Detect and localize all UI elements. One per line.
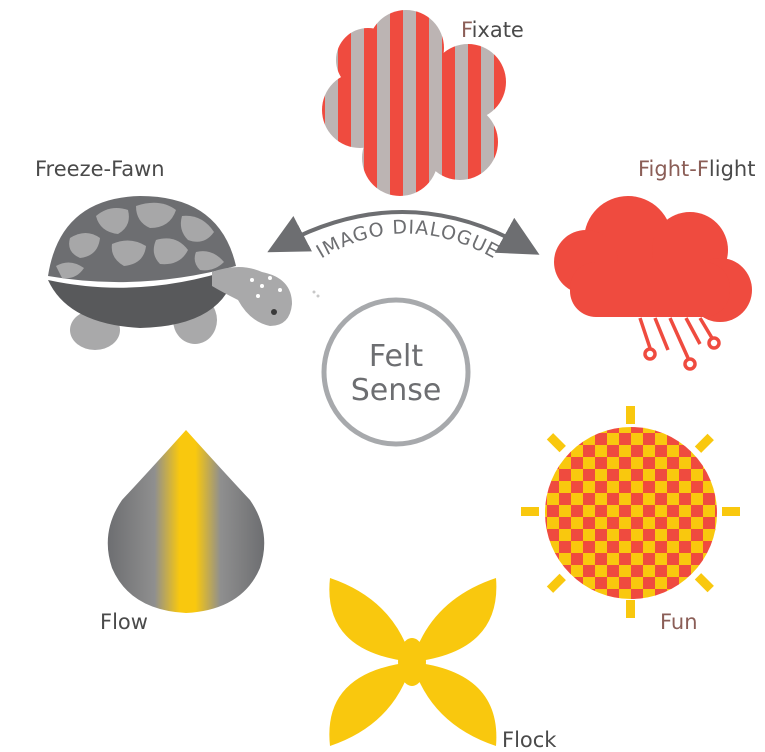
- butterfly-icon: [329, 578, 496, 746]
- center-label-line2: Sense: [351, 373, 442, 408]
- label-freeze-fawn: Freeze-Fawn: [35, 157, 165, 181]
- label-fixate-initial: F: [461, 18, 472, 42]
- label-fight-flight-part1: Fight-F: [638, 157, 709, 181]
- center-label-line1: Felt: [369, 339, 423, 374]
- label-fight-flight-part2: light: [709, 157, 756, 181]
- turtle-icon: [48, 196, 320, 350]
- label-fixate: Fixate: [461, 18, 524, 42]
- felt-sense-circle: Felt Sense: [324, 300, 468, 444]
- imago-dialogue-arc: IMAGO DIALOGUE: [285, 212, 522, 263]
- label-fixate-rest: ixate: [472, 18, 524, 42]
- cloud-rain-icon: [554, 196, 752, 369]
- drop-icon: [108, 430, 264, 613]
- label-fight-flight: Fight-Flight: [638, 157, 755, 181]
- sun-icon: [521, 406, 740, 618]
- label-flow: Flow: [100, 610, 148, 634]
- label-flock: Flock: [502, 728, 556, 752]
- label-fun: Fun: [660, 610, 698, 634]
